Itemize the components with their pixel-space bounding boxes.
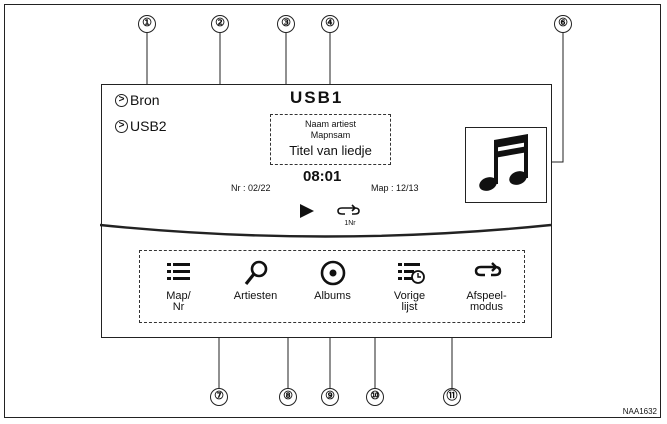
menu-label: Vorige lijst	[393, 290, 426, 313]
callout-4: ④	[321, 15, 339, 33]
menu-label: Artiesten	[233, 290, 278, 302]
clock: 08:01	[303, 168, 342, 185]
track-info: Naam artiest Mapnsam Titel van liedje	[270, 114, 391, 165]
menu-button-afspeelmodus[interactable]: Afspeel- modus	[448, 251, 525, 324]
callout-9: ⑨	[321, 388, 339, 406]
menu-button-artiesten[interactable]: Artiesten	[217, 251, 294, 324]
callout-8: ⑧	[279, 388, 297, 406]
callout-11: ⑪	[443, 388, 461, 406]
source-button-usb2[interactable]: > USB2	[115, 118, 167, 134]
source-label: USB2	[130, 118, 167, 134]
folder-name: Mapnsam	[310, 130, 351, 140]
callout-6: ⑥	[554, 15, 572, 33]
folder-counter: Map : 12/13	[371, 183, 419, 193]
disc-icon	[320, 260, 346, 286]
menu-bar: Map/ Nr Artiesten Albums Vorige lijst	[139, 250, 525, 323]
music-note-icon	[479, 134, 528, 191]
callout-1: ①	[138, 15, 156, 33]
microphone-icon	[244, 260, 268, 285]
callout-2: ②	[211, 15, 229, 33]
track-counter: Nr : 02/22	[231, 183, 271, 193]
menu-button-vorige-lijst[interactable]: Vorige lijst	[371, 251, 448, 324]
album-art	[465, 127, 547, 203]
repeat-icon	[337, 204, 360, 215]
play-icon[interactable]	[298, 202, 316, 220]
menu-button-map-nr[interactable]: Map/ Nr	[140, 251, 217, 324]
figure-frame	[4, 4, 661, 418]
song-title: Titel van liedje	[289, 143, 372, 158]
source-button-bron[interactable]: > Bron	[115, 92, 160, 108]
audio-screen	[100, 84, 552, 338]
menu-label: Map/ Nr	[166, 290, 191, 313]
repeat-indicator[interactable]: 1Nr	[336, 202, 364, 228]
callout-10: ⑩	[366, 388, 384, 406]
recent-list-icon	[398, 263, 425, 284]
screen-divider	[100, 223, 551, 238]
source-label: Bron	[130, 92, 160, 108]
menu-label: Afspeel- modus	[466, 290, 507, 313]
list-icon	[167, 263, 190, 280]
artist-name: Naam artiest	[304, 119, 357, 129]
menu-button-albums[interactable]: Albums	[294, 251, 371, 324]
device-title: USB1	[290, 88, 344, 107]
menu-label: Albums	[314, 290, 351, 302]
callout-3: ③	[277, 15, 295, 33]
chevron-right-icon: >	[115, 93, 128, 107]
figure-code: NAA1632	[622, 407, 657, 416]
callout-7: ⑦	[210, 388, 228, 406]
repeat-mode-label: 1Nr	[344, 220, 356, 227]
chevron-right-icon: >	[115, 119, 128, 133]
repeat-mode-icon	[474, 262, 502, 277]
